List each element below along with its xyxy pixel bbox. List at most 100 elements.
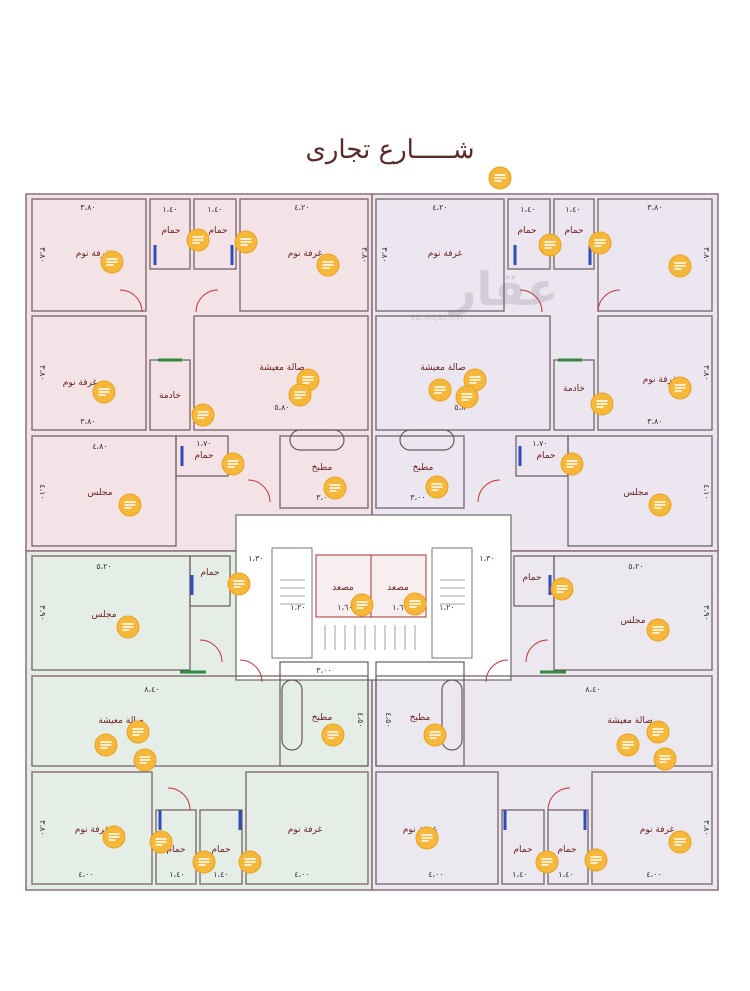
note-icon[interactable] bbox=[463, 368, 487, 392]
dimension: ٣،٨٠ bbox=[38, 247, 47, 262]
watermark-url: sa.aqar.fm bbox=[410, 312, 463, 323]
room-label: مطبخ bbox=[312, 713, 333, 723]
note-icon[interactable] bbox=[428, 378, 452, 402]
note-icon[interactable] bbox=[186, 228, 210, 252]
dimension: ٣،٨٠ bbox=[702, 820, 711, 835]
room-label: صالة معيشة bbox=[259, 363, 305, 373]
room-label: حمام bbox=[517, 226, 536, 236]
lr-walls bbox=[375, 555, 713, 885]
note-icon[interactable] bbox=[234, 230, 258, 254]
dimension: ٤،٨٠ bbox=[92, 442, 107, 451]
room-label: حمام bbox=[522, 573, 541, 583]
dimension: ٤،٠٠ bbox=[646, 870, 661, 879]
note-icon[interactable] bbox=[126, 720, 150, 744]
dimension: ٤،٠٠ bbox=[428, 870, 443, 879]
dimension: ٥،٢٠ bbox=[628, 562, 643, 571]
note-icon[interactable] bbox=[668, 830, 692, 854]
dimension: ٣،٩٠ bbox=[702, 605, 711, 620]
note-icon[interactable] bbox=[588, 231, 612, 255]
dimension: ١،٤٠ bbox=[520, 205, 535, 214]
note-icon[interactable] bbox=[191, 403, 215, 427]
stair-left bbox=[271, 547, 313, 659]
note-icon[interactable] bbox=[646, 618, 670, 642]
door-swings bbox=[119, 289, 621, 811]
note-icon[interactable] bbox=[321, 723, 345, 747]
stair-right bbox=[431, 547, 473, 659]
note-icon[interactable] bbox=[403, 592, 427, 616]
room-label: مصعد bbox=[387, 583, 409, 593]
note-icon[interactable] bbox=[423, 723, 447, 747]
dimension: ٣،٠٠ bbox=[410, 493, 425, 502]
note-icon[interactable] bbox=[92, 380, 116, 404]
note-icon[interactable] bbox=[425, 475, 449, 499]
stair-treads bbox=[280, 579, 465, 650]
dimension: ١،٤٠ bbox=[169, 870, 184, 879]
room-label: حمام bbox=[194, 451, 213, 461]
room-labels: غرفة نوم حمام حمام غرفة نوم غرفة نوم صال… bbox=[63, 226, 678, 855]
dimension: ٤،٠٠ bbox=[294, 870, 309, 879]
note-icon[interactable] bbox=[323, 476, 347, 500]
note-icon[interactable] bbox=[668, 254, 692, 278]
room-label: غرفة نوم bbox=[75, 825, 110, 835]
room-label: غرفة نوم bbox=[288, 249, 323, 259]
dimension: ٤،١٠ bbox=[38, 484, 47, 499]
room-label: صالة معيشة bbox=[607, 716, 653, 726]
room-label: حمام bbox=[513, 845, 532, 855]
dimension: ١،٢٠ bbox=[439, 603, 454, 612]
room-label: مجلس bbox=[91, 610, 116, 620]
dimension: ١،٧٠ bbox=[532, 439, 547, 448]
note-icon[interactable] bbox=[288, 383, 312, 407]
room-label: مطبخ bbox=[312, 463, 333, 473]
note-icon[interactable] bbox=[221, 452, 245, 476]
ul-walls bbox=[31, 198, 369, 547]
note-icon[interactable] bbox=[102, 825, 126, 849]
room-label: غرفة نوم bbox=[643, 375, 678, 385]
dimension: ٣،٨٠ bbox=[380, 247, 389, 262]
note-icon[interactable] bbox=[535, 850, 559, 874]
note-icon[interactable] bbox=[118, 493, 142, 517]
room-label: مجلس bbox=[623, 488, 648, 498]
room-label: غرفة نوم bbox=[288, 825, 323, 835]
note-icon[interactable] bbox=[116, 615, 140, 639]
room-label: مجلس bbox=[87, 488, 112, 498]
note-icon[interactable] bbox=[133, 748, 157, 772]
dimension: ٥،٨٠ bbox=[454, 403, 469, 412]
room-label: مجلس bbox=[620, 616, 645, 626]
note-icon[interactable] bbox=[538, 233, 562, 257]
room-label: خادمة bbox=[159, 391, 181, 401]
note-icon[interactable] bbox=[646, 720, 670, 744]
note-icon[interactable] bbox=[149, 830, 173, 854]
dimension: ٤،١٠ bbox=[702, 484, 711, 499]
dimension: ٣،٨٠ bbox=[360, 247, 369, 262]
note-icon[interactable] bbox=[488, 166, 512, 190]
note-icon[interactable] bbox=[227, 572, 251, 596]
room-label: حمام bbox=[557, 845, 576, 855]
note-icon[interactable] bbox=[616, 733, 640, 757]
room-label: غرفة نوم bbox=[428, 249, 463, 259]
note-icon[interactable] bbox=[100, 250, 124, 274]
dimension: ٤،٢٠ bbox=[432, 203, 447, 212]
note-icon[interactable] bbox=[668, 376, 692, 400]
note-icon[interactable] bbox=[238, 850, 262, 874]
note-icon[interactable] bbox=[653, 747, 677, 771]
note-icon[interactable] bbox=[316, 253, 340, 277]
dimension: ١،٣٠ bbox=[479, 554, 494, 563]
note-icon[interactable] bbox=[590, 392, 614, 416]
room-label: مصعد bbox=[332, 583, 354, 593]
room-label: غرفة نوم bbox=[76, 249, 111, 259]
note-icon[interactable] bbox=[94, 733, 118, 757]
note-icon[interactable] bbox=[415, 826, 439, 850]
ur-walls bbox=[375, 198, 713, 547]
note-icon[interactable] bbox=[350, 593, 374, 617]
note-icon[interactable] bbox=[560, 452, 584, 476]
note-icon[interactable] bbox=[455, 385, 479, 409]
dimension: ٤،٥٠ bbox=[356, 712, 365, 727]
note-icon[interactable] bbox=[584, 848, 608, 872]
note-icon[interactable] bbox=[648, 493, 672, 517]
note-icon[interactable] bbox=[550, 577, 574, 601]
dimension: ١،٤٠ bbox=[213, 870, 228, 879]
room-label: غرفة نوم bbox=[640, 825, 675, 835]
note-icon[interactable] bbox=[192, 850, 216, 874]
room-label: حمام bbox=[161, 226, 180, 236]
dimension: ٨،٤٠ bbox=[585, 685, 600, 694]
